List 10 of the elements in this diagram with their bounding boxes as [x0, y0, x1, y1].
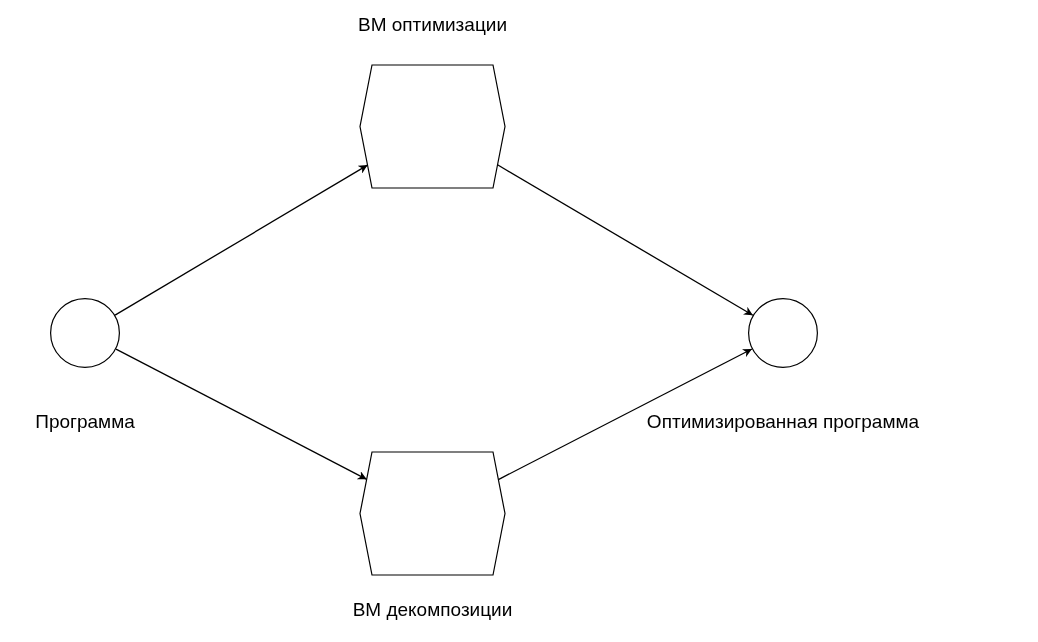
arrow — [115, 348, 368, 480]
circle-shape — [748, 298, 818, 368]
hexagon-shape — [359, 451, 506, 576]
hexagon-shape — [359, 64, 506, 189]
node-label: Программа — [34, 410, 136, 434]
arrow — [497, 348, 753, 481]
circle-shape — [50, 298, 120, 368]
node-label: ВМ декомпозиции — [351, 598, 514, 622]
node-label: Оптимизированная программа — [645, 410, 921, 434]
node-label: ВМ оптимизации — [357, 13, 508, 37]
